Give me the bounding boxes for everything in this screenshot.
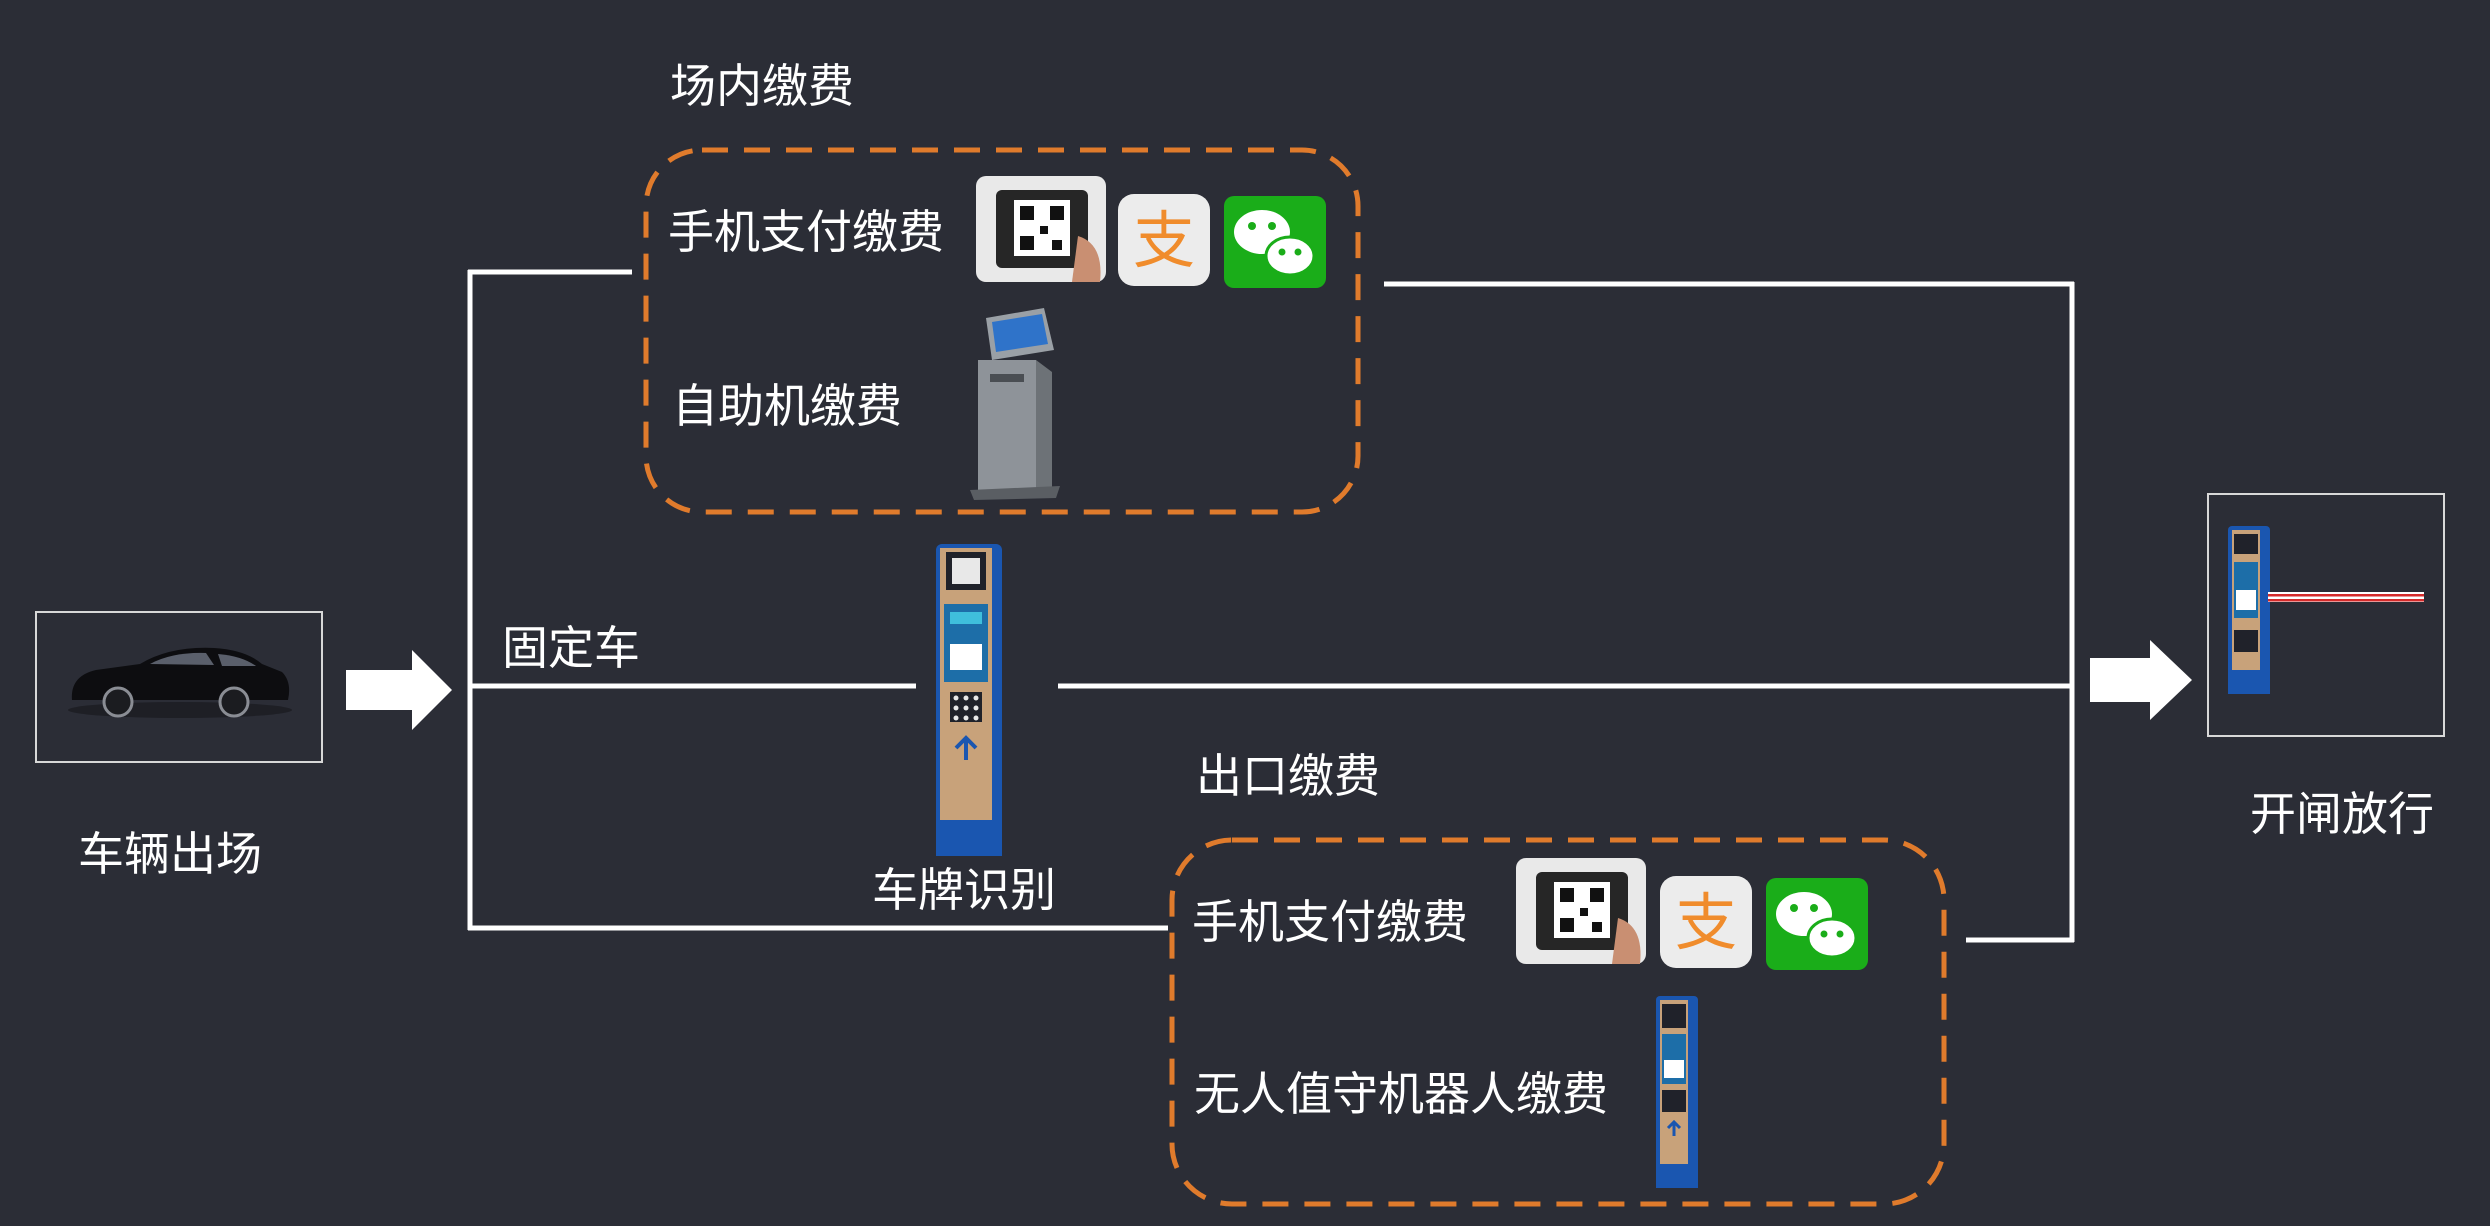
plate-recognition-device-icon xyxy=(936,544,1002,856)
kiosk-icon xyxy=(970,308,1060,500)
barrier-gate-icon xyxy=(2228,526,2424,694)
svg-text:支: 支 xyxy=(1133,204,1195,277)
exit-robot-pay-label: 无人值守机器人缴费 xyxy=(1194,1067,1608,1121)
end-label: 开闸放行 xyxy=(2250,787,2434,841)
exit-mobile-pay-label: 手机支付缴费 xyxy=(1192,895,1468,949)
svg-text:支: 支 xyxy=(1675,886,1737,959)
start-label: 车辆出场 xyxy=(78,827,262,881)
exit-payment-title: 出口缴费 xyxy=(1196,749,1380,803)
inner-kiosk-pay-label: 自助机缴费 xyxy=(672,379,902,433)
inner-payment-title: 场内缴费 xyxy=(670,59,854,113)
alipay-icon: 支 xyxy=(1118,194,1210,286)
inner-payment-box xyxy=(643,147,1361,515)
barrier-gate-box xyxy=(2207,493,2445,737)
plate-recognition-label: 车牌识别 xyxy=(872,863,1056,917)
arrow-right-icon xyxy=(346,650,452,730)
inner-mobile-pay-label: 手机支付缴费 xyxy=(668,205,944,259)
wechat-icon xyxy=(1766,878,1868,970)
qr-phone-icon xyxy=(1516,858,1646,964)
vehicle-box xyxy=(35,611,323,763)
robot-device-icon xyxy=(1656,996,1698,1188)
alipay-icon: 支 xyxy=(1660,876,1752,968)
exit-payment-box xyxy=(1169,837,1947,1207)
qr-phone-icon xyxy=(976,176,1106,282)
fixed-car-label: 固定车 xyxy=(502,621,640,675)
car-icon xyxy=(68,647,292,718)
arrow-right-icon xyxy=(2090,640,2192,720)
connector-lines xyxy=(467,269,2075,943)
wechat-icon xyxy=(1224,196,1326,288)
